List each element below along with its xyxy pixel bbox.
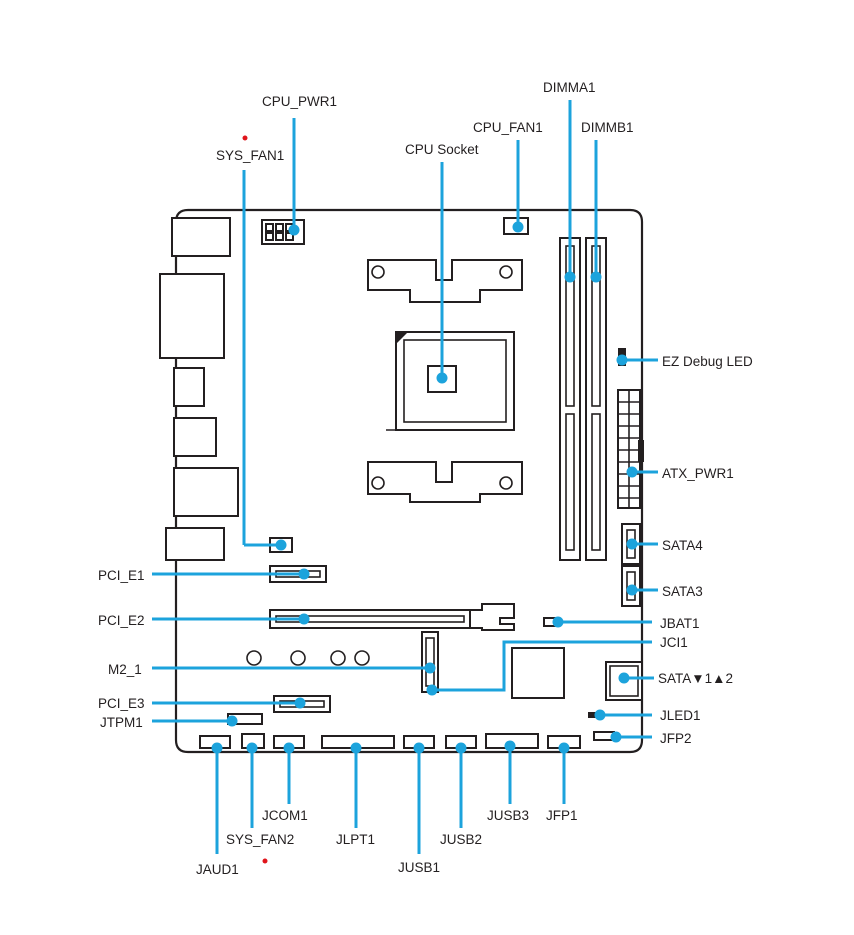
label-sys-fan1: SYS_FAN1 <box>216 148 284 163</box>
label-jusb2: JUSB2 <box>440 832 482 847</box>
label-dimma1: DIMMA1 <box>543 80 596 95</box>
label-atx-pwr1: ATX_PWR1 <box>662 466 734 481</box>
label-cpu-fan1: CPU_FAN1 <box>473 120 543 135</box>
label-m2-1: M2_1 <box>108 662 142 677</box>
chipset <box>511 647 565 699</box>
label-sata12: SATA▼1▲2 <box>658 671 733 686</box>
label-jtpm1: JTPM1 <box>100 715 143 730</box>
label-jusb3: JUSB3 <box>487 808 529 823</box>
label-dimmb1: DIMMB1 <box>581 120 634 135</box>
cpu-socket <box>367 259 523 503</box>
red-marker-top <box>242 135 248 141</box>
rear-io-ports <box>159 217 239 561</box>
label-jaud1: JAUD1 <box>196 862 239 877</box>
label-jbat1: JBAT1 <box>660 616 700 631</box>
label-pci-e3: PCI_E3 <box>98 696 145 711</box>
m2-standoff-holes <box>246 650 370 666</box>
label-jled1: JLED1 <box>660 708 701 723</box>
label-jfp2: JFP2 <box>660 731 692 746</box>
label-jcom1: JCOM1 <box>262 808 308 823</box>
label-jusb1: JUSB1 <box>398 860 440 875</box>
label-pci-e2: PCI_E2 <box>98 613 145 628</box>
m2-1-slot <box>421 631 439 693</box>
label-jci1: JCI1 <box>660 635 688 650</box>
label-cpu-socket: CPU Socket <box>405 142 479 157</box>
label-sys-fan2: SYS_FAN2 <box>226 832 294 847</box>
label-ez-debug-led: EZ Debug LED <box>662 354 753 369</box>
label-jlpt1: JLPT1 <box>336 832 375 847</box>
label-sata4: SATA4 <box>662 538 703 553</box>
atx-pwr1-connector <box>617 389 644 509</box>
label-pci-e1: PCI_E1 <box>98 568 145 583</box>
leader-lines <box>152 100 658 854</box>
dimm-slots <box>559 237 607 561</box>
label-jfp1: JFP1 <box>546 808 578 823</box>
red-marker-bottom <box>262 858 268 864</box>
jled1-header <box>588 712 600 718</box>
label-sata3: SATA3 <box>662 584 703 599</box>
label-cpu-pwr1: CPU_PWR1 <box>262 94 337 109</box>
